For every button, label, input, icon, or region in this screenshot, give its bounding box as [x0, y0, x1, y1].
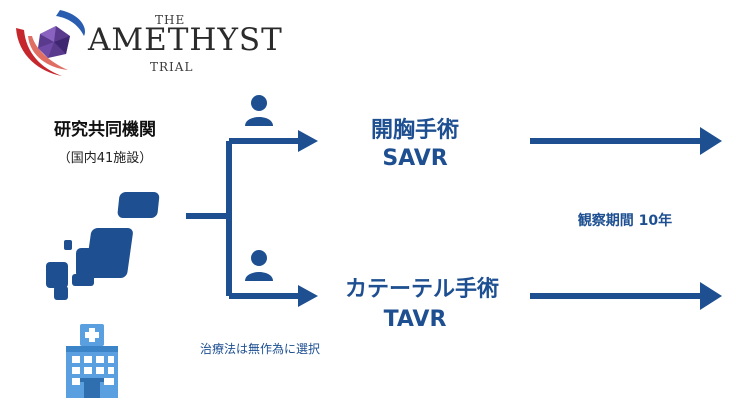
arm-savr-abbr: SAVR	[382, 146, 448, 171]
followup-arrowhead-savr	[700, 127, 722, 155]
logo-name: AMETHYST	[88, 22, 283, 58]
logo-trial: TRIAL	[150, 60, 194, 74]
arrow-head-savr	[298, 130, 318, 152]
followup-arrowhead-tavr	[700, 282, 722, 310]
amethyst-gem-icon	[16, 10, 85, 76]
hospital-icon	[66, 324, 118, 398]
follow-up-label: 観察期間 10年	[577, 213, 673, 229]
patient-icon	[245, 95, 273, 126]
institutions-count: （国内41施設）	[57, 151, 153, 166]
logo-the: THE	[155, 13, 186, 27]
arm-tavr-abbr: TAVR	[383, 307, 447, 332]
arm-tavr-name: カテーテル手術	[344, 277, 499, 302]
arrow-head-tavr	[298, 285, 318, 307]
institutions-title: 研究共同機関	[54, 120, 156, 140]
arm-savr-name: 開胸手術	[370, 118, 459, 143]
patient-icon	[245, 250, 273, 281]
japan-map-icon	[46, 192, 160, 300]
randomization-note: 治療法は無作為に選択	[200, 342, 321, 356]
